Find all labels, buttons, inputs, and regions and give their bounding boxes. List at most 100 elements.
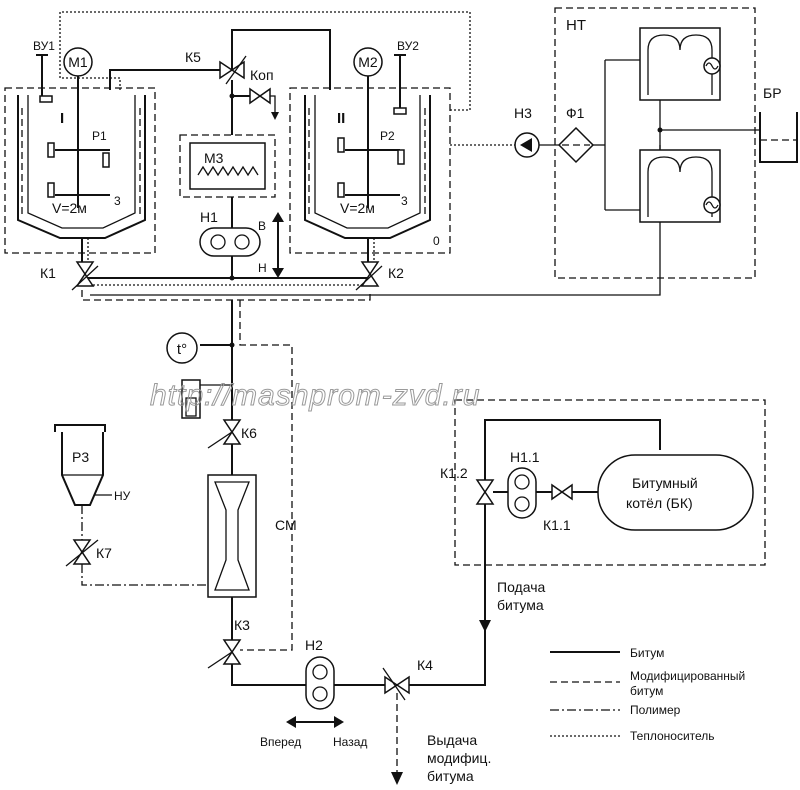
valve-k4 xyxy=(382,667,410,701)
legend-label-2: Модифицированный xyxy=(630,669,745,683)
arrow-left-icon xyxy=(286,716,296,728)
pump-n2-gear-icon xyxy=(312,686,328,702)
k6-label: К6 xyxy=(241,425,257,441)
k5-label: К5 xyxy=(185,49,201,65)
agitator-2-blade xyxy=(397,149,405,165)
supply-arrow-icon xyxy=(479,620,491,632)
forward-label: Вперед xyxy=(260,735,301,749)
heater-m3 xyxy=(189,142,266,190)
arrow-right-icon xyxy=(334,716,344,728)
p3-label: Р3 xyxy=(72,449,89,465)
v1-sup: 3 xyxy=(114,194,121,208)
valve-k7 xyxy=(65,539,99,567)
legend-label-2b: битум xyxy=(630,684,663,698)
pipe-k4-supply xyxy=(409,500,486,686)
pump-n11-gear-icon xyxy=(514,474,530,490)
reactor1-enclosure xyxy=(4,87,156,254)
k4-label: К4 xyxy=(417,657,433,673)
output-arrow-icon xyxy=(391,772,403,785)
heater-upper-coil xyxy=(647,34,713,95)
f1-label: Ф1 xyxy=(566,105,585,121)
valve-k1-1 xyxy=(551,483,573,501)
valve-k1-2 xyxy=(475,479,495,505)
m2-label: М2 xyxy=(358,54,378,70)
reactor1-label: I xyxy=(60,110,64,127)
heater-coil-icon xyxy=(197,165,259,177)
agitator-1-blade xyxy=(47,142,55,158)
h-label: Н xyxy=(258,261,267,275)
kettle-label-1: Битумный xyxy=(632,475,698,491)
zero-label: 0 xyxy=(433,234,440,248)
temp-label: t° xyxy=(177,341,187,358)
supply-label-2: битума xyxy=(497,597,544,613)
k11-label: К1.1 xyxy=(543,517,571,533)
bitumen-kettle xyxy=(597,454,754,531)
v2-sup: 3 xyxy=(401,194,408,208)
mixer-sm-inner xyxy=(214,481,250,591)
junction-nt xyxy=(657,127,663,133)
m1-label: М1 xyxy=(68,54,88,70)
sine-icon xyxy=(705,62,719,70)
output-label-2: модифиц. xyxy=(427,750,491,766)
valve-k6 xyxy=(207,419,242,449)
junction-main xyxy=(229,275,235,281)
reactor2-label: II xyxy=(337,110,345,127)
p1-label: Р1 xyxy=(92,129,107,143)
reactor-2 xyxy=(304,95,431,262)
hopper-p3 xyxy=(61,432,104,506)
pipe-modified-return xyxy=(239,300,293,651)
vu2-label: ВУ2 xyxy=(397,39,419,53)
sampler-inner xyxy=(185,397,197,417)
kop-outlet xyxy=(270,95,276,118)
valve-k1 xyxy=(71,261,99,291)
agitator-2-blade xyxy=(337,137,345,153)
n3-label: Н3 xyxy=(514,105,532,121)
output-label-1: Выдача xyxy=(427,732,477,748)
output-label-3: битума xyxy=(427,768,474,784)
agitator-1-blade xyxy=(102,152,110,168)
kop-label: Коп xyxy=(250,67,274,83)
junction-kop xyxy=(229,93,235,99)
nu-label: НУ xyxy=(114,489,131,503)
vu2-sensor xyxy=(393,107,407,115)
agitator-2-blade xyxy=(337,182,345,198)
vu1-label: ВУ1 xyxy=(33,39,55,53)
arrow-up-icon xyxy=(272,212,284,222)
k2-label: К2 xyxy=(388,265,404,281)
hopper-p3-top xyxy=(54,424,106,432)
pump-n3-arrow-icon xyxy=(520,138,532,152)
motor-m2 xyxy=(353,47,383,77)
reactor2-enclosure xyxy=(289,87,451,254)
valve-k2 xyxy=(355,261,383,291)
pump-n2-gear-icon xyxy=(312,664,328,680)
v2-label: V=2м xyxy=(340,200,375,216)
k12-label: К1.2 xyxy=(440,465,468,481)
pump-n1-gear-icon xyxy=(234,234,250,250)
legend-label-3: Полимер xyxy=(630,703,681,717)
b-label: В xyxy=(258,219,266,233)
legend-label-1: Битум xyxy=(630,646,664,660)
pipe-polymer xyxy=(81,564,208,586)
mixer-sm xyxy=(207,474,257,598)
arrow-down-icon xyxy=(272,268,284,278)
valve-kop xyxy=(249,87,271,105)
temperature-gauge-icon xyxy=(166,332,198,364)
sine-icon xyxy=(705,201,719,209)
kop-arrow-icon xyxy=(271,112,279,120)
m3-label: М3 xyxy=(204,150,224,166)
vu1-sensor xyxy=(39,95,53,103)
heater-lower-coil xyxy=(647,156,713,217)
nt-label: НТ xyxy=(566,17,586,34)
pipe-m1-k5 xyxy=(109,69,220,90)
junction-temp xyxy=(229,342,235,348)
agitator-1-blade xyxy=(47,182,55,198)
reactor-1 xyxy=(17,95,146,262)
heat-line-top xyxy=(59,11,471,111)
supply-label-1: Подача xyxy=(497,579,545,595)
p2-label: Р2 xyxy=(380,129,395,143)
br-label: БР xyxy=(763,85,782,101)
k7-label: К7 xyxy=(96,545,112,561)
n2-label: Н2 xyxy=(305,637,323,653)
valve-k3 xyxy=(207,639,242,669)
nt-enclosure xyxy=(554,7,756,279)
